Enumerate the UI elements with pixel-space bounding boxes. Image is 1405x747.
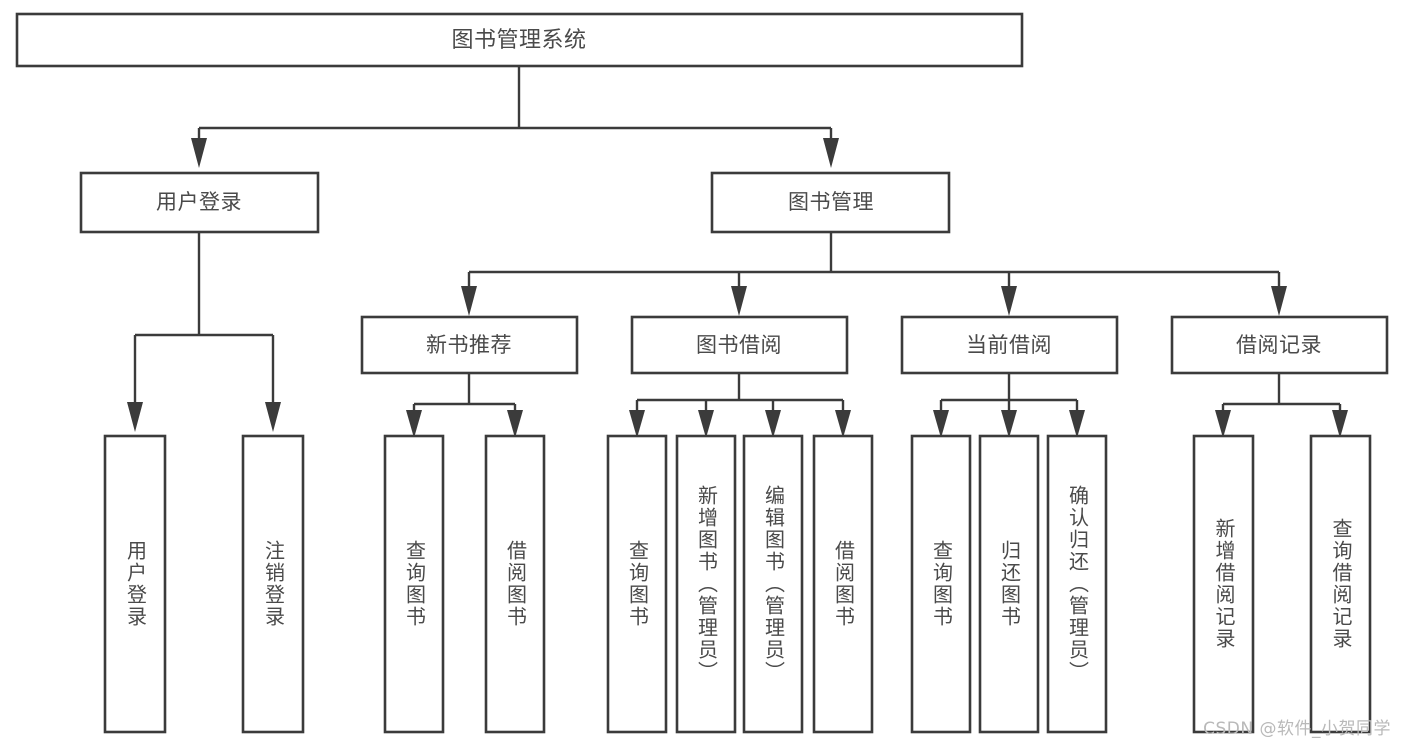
arrowhead-user-login (191, 138, 207, 168)
node-book-borrow-box[interactable] (630, 315, 849, 375)
arrowhead-borrow (731, 286, 747, 316)
node-current-borrow-box[interactable] (900, 315, 1119, 375)
node-borrow-record[interactable]: 借阅记录 (1170, 315, 1389, 375)
node-new-book-recommend[interactable]: 新书推荐 (360, 315, 579, 375)
leaf-box-borrow-book-2[interactable] (812, 434, 874, 734)
node-current-borrow-label: 当前借阅 (966, 333, 1052, 357)
node-book-manage-label: 图书管理 (788, 190, 874, 214)
arrowhead-bw-leaf-4 (835, 410, 851, 438)
leaf-box-add-borrow-record[interactable] (1192, 434, 1255, 734)
arrowhead-nb-leaf-1 (406, 410, 422, 438)
leaf-box-confirm-return-admin[interactable] (1046, 434, 1108, 734)
leaf-box-query-book-1[interactable] (383, 434, 445, 734)
arrowhead-bw-leaf-1 (629, 410, 645, 438)
leaf-box-logout[interactable] (241, 434, 305, 734)
node-user-login-label: 用户登录 (156, 190, 242, 214)
arrowhead-rc-leaf-2 (1332, 410, 1348, 438)
node-user-login-box[interactable] (79, 171, 320, 234)
connectors-root-to-level2 (191, 66, 839, 168)
connectors-new-book-to-leaves (406, 373, 523, 438)
arrowhead-bw-leaf-2 (698, 410, 714, 438)
node-borrow-record-box[interactable] (1170, 315, 1389, 375)
leaf-box-query-book-3[interactable] (910, 434, 972, 734)
arrowhead-rc-leaf-1 (1215, 410, 1231, 438)
connectors-book-manage-to-level3 (461, 232, 1287, 316)
node-root[interactable]: 图书管理系统 (15, 12, 1024, 68)
arrowhead-book-manage (823, 138, 839, 168)
connectors-user-login-to-leaves (127, 232, 281, 432)
node-current-borrow[interactable]: 当前借阅 (900, 315, 1119, 375)
arrowhead-bw-leaf-3 (765, 410, 781, 438)
arrowhead-cu-leaf-3 (1069, 410, 1085, 438)
arrowhead-cu-leaf-1 (933, 410, 949, 438)
arrowhead-leaf-logout (265, 402, 281, 432)
arrowhead-new-book (461, 286, 477, 316)
arrowhead-leaf-user-login (127, 402, 143, 432)
connectors-record-to-leaves (1215, 373, 1348, 438)
leaf-boxes-group (103, 434, 1372, 734)
arrowhead-current (1001, 286, 1017, 316)
leaf-box-return-book[interactable] (978, 434, 1040, 734)
node-user-login[interactable]: 用户登录 (79, 171, 320, 234)
node-new-book-recommend-box[interactable] (360, 315, 579, 375)
node-book-manage[interactable]: 图书管理 (710, 171, 951, 234)
leaf-box-query-book-2[interactable] (606, 434, 668, 734)
node-root-box[interactable] (15, 12, 1024, 68)
node-book-manage-box[interactable] (710, 171, 951, 234)
watermark-text: CSDN @软件_小贺同学 (1203, 719, 1391, 739)
leaf-box-user-login[interactable] (103, 434, 167, 734)
connectors-current-to-leaves (933, 373, 1085, 438)
node-borrow-record-label: 借阅记录 (1236, 333, 1322, 357)
node-new-book-recommend-label: 新书推荐 (426, 333, 512, 357)
leaf-box-borrow-book-1[interactable] (484, 434, 546, 734)
arrowhead-nb-leaf-2 (507, 410, 523, 438)
leaf-box-add-book-admin[interactable] (675, 434, 737, 734)
leaf-box-query-borrow-record[interactable] (1309, 434, 1372, 734)
node-book-borrow-label: 图书借阅 (696, 333, 782, 357)
leaf-box-edit-book-admin[interactable] (742, 434, 804, 734)
arrowhead-cu-leaf-2 (1001, 410, 1017, 438)
node-root-label: 图书管理系统 (451, 28, 586, 53)
node-book-borrow[interactable]: 图书借阅 (630, 315, 849, 375)
arrowhead-record (1271, 286, 1287, 316)
connectors-borrow-to-leaves (629, 373, 851, 438)
